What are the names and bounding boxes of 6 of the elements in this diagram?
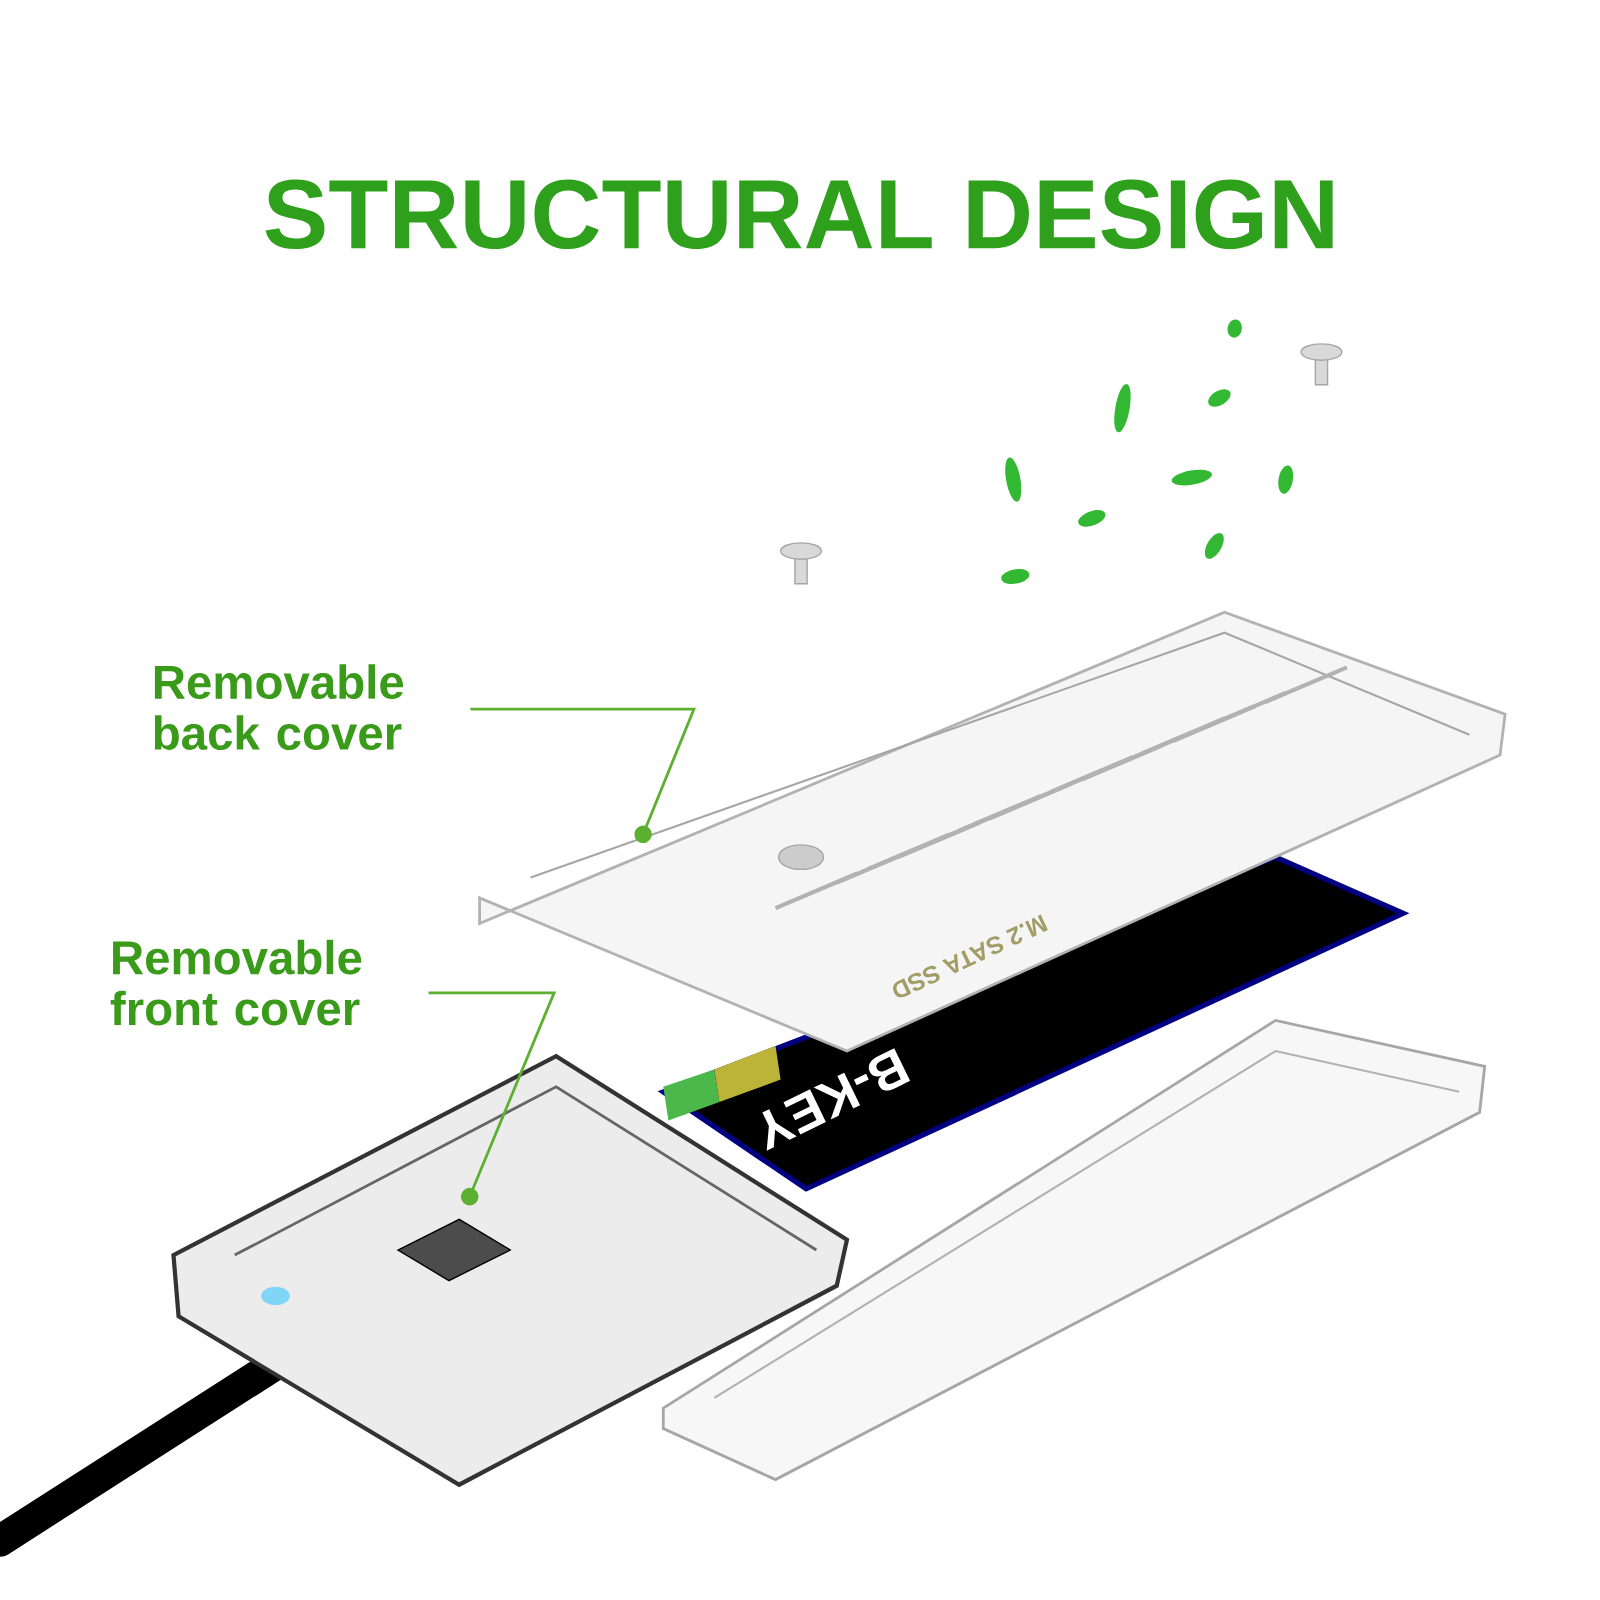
leader-line (428, 991, 557, 1206)
callout-text: Removable back cover (154, 664, 404, 750)
title: STRUCTURAL DESIGN (265, 179, 1333, 250)
leader-line (470, 707, 696, 844)
ssd-label: M.2 SATA SSD (893, 914, 1048, 998)
callout-text: Removable front cover (110, 939, 362, 1026)
